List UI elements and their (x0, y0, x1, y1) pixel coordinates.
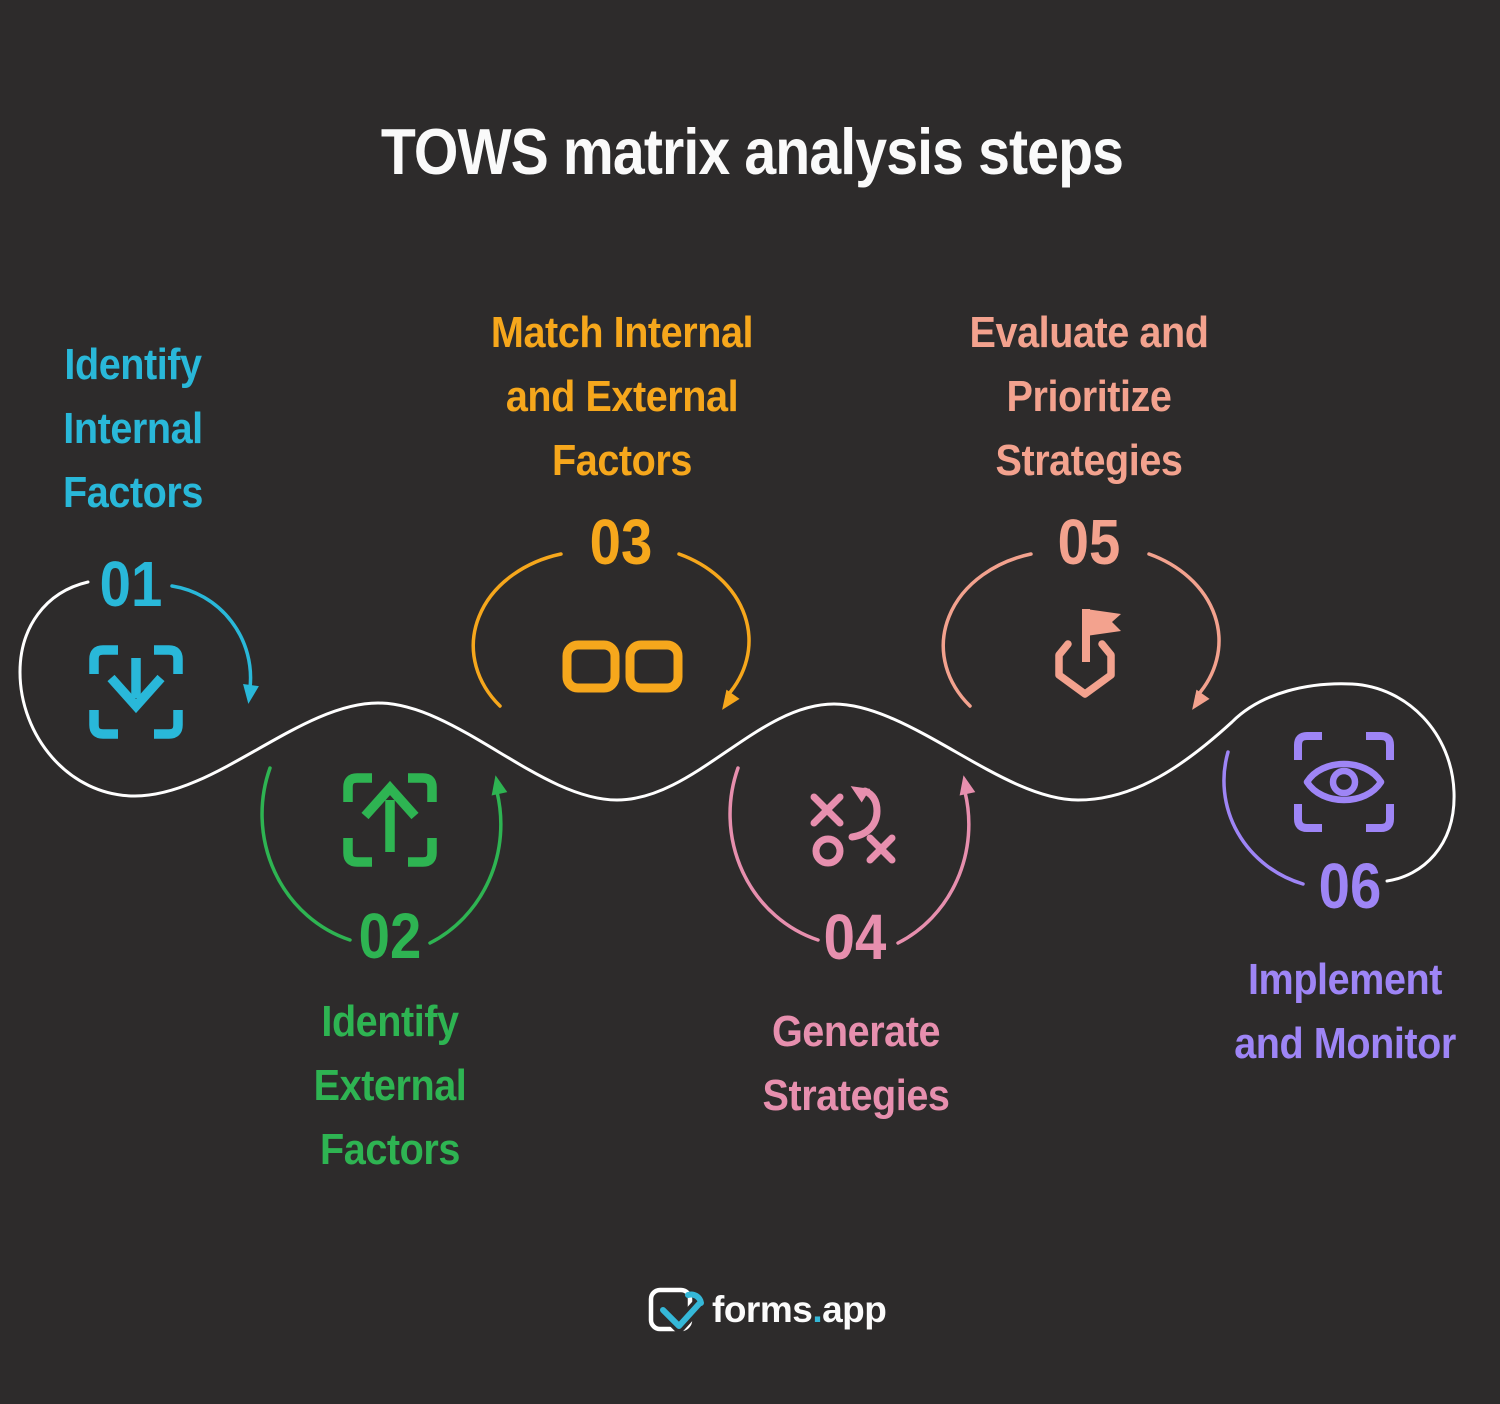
step-05-arc (941, 552, 1221, 710)
step-05-number: 05 (1057, 506, 1121, 578)
page-title: TOWS matrix analysis steps (380, 115, 1124, 188)
step-04-arc (728, 766, 976, 945)
download-frame-icon (89, 645, 183, 739)
arrowhead-icon (243, 683, 259, 704)
forms-app-logo-text: forms.app (712, 1288, 887, 1332)
step-05-label: Evaluate and Prioritize Strategies (969, 308, 1209, 485)
step-01-label: Identify Internal Factors (63, 340, 203, 517)
step-03-number: 03 (589, 506, 653, 578)
step-02-label: Identify External Factors (313, 997, 467, 1174)
monitor-eye-icon (1294, 732, 1394, 832)
logo-word-forms: forms (712, 1289, 813, 1330)
step-03-arc (471, 552, 751, 710)
logo-check-icon (660, 1291, 704, 1329)
step-06-number: 06 (1318, 850, 1382, 922)
step-01-arc (170, 584, 259, 704)
arrowhead-icon (722, 689, 740, 710)
forms-app-logo-mark (648, 1287, 706, 1333)
step-06-label: Implement and Monitor (1234, 955, 1456, 1068)
step-04-label: Generate Strategies (762, 1007, 950, 1120)
step-02-arc (260, 766, 508, 945)
arrowhead-icon (1192, 689, 1210, 710)
step-02-number: 02 (358, 900, 422, 972)
logo-word-app: app (822, 1289, 887, 1330)
step-01-number: 01 (99, 548, 163, 620)
milestone-flag-icon (1055, 609, 1121, 698)
logo-dot: . (812, 1289, 823, 1330)
step-03-label: Match Internal and External Factors (490, 308, 754, 485)
matching-squares-icon (562, 640, 683, 693)
arrowhead-icon (959, 775, 976, 796)
connector-wave (18, 580, 1456, 883)
arrowhead-icon (850, 786, 871, 803)
upload-frame-icon (343, 773, 437, 867)
step-04-number: 04 (823, 901, 887, 973)
arrowhead-icon (491, 775, 508, 796)
strategy-tactics-icon (810, 786, 896, 867)
step-06-arc (1222, 750, 1305, 886)
